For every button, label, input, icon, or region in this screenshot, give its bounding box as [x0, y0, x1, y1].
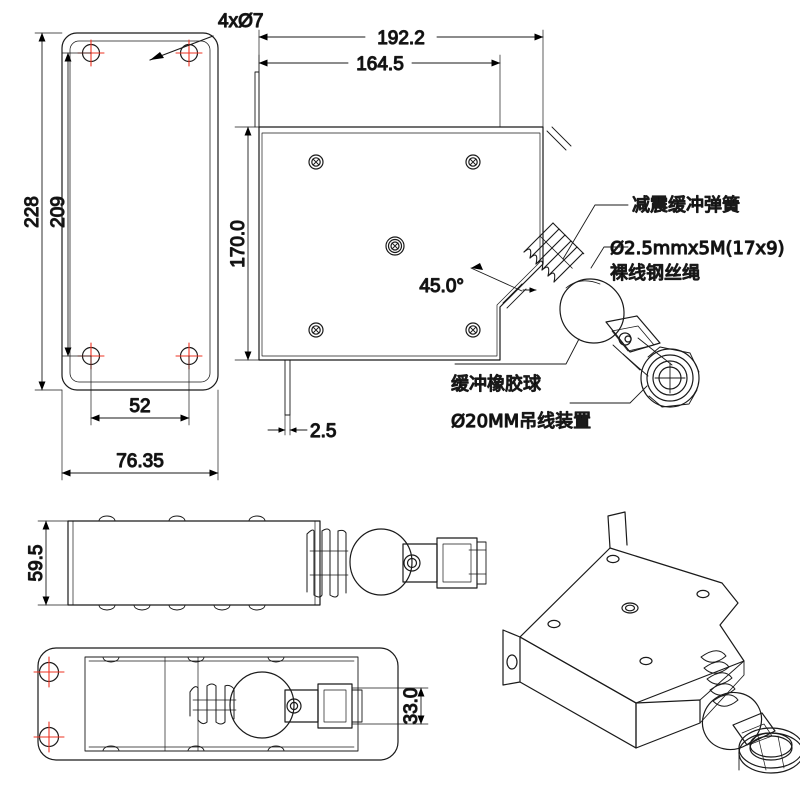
dim-595-text: 59.5 [26, 545, 47, 582]
bottom-body [84, 656, 359, 752]
bottom-hole-center-marks [33, 656, 65, 753]
side-box [67, 520, 321, 606]
label-leaders [454, 204, 648, 404]
iso-hanging-device [738, 727, 800, 774]
iso-rear-tab [607, 511, 628, 549]
dim-1922-text: 192.2 [377, 28, 425, 49]
dim-1700 [234, 126, 260, 361]
dim-7635-text: 76.35 [116, 451, 164, 472]
chamfer-upper-line [546, 126, 572, 151]
side-rubber-ball [349, 528, 413, 596]
dim-1700-text: 170.0 [228, 220, 249, 268]
iso-top-face [519, 547, 745, 704]
iso-right-face [635, 699, 701, 749]
label-wire-rope-spec: Ø2.5mmx5M(17x9) [610, 238, 785, 259]
top-view-screws [308, 154, 481, 338]
dim-25-text: 2.5 [310, 421, 336, 442]
view-bottom-plan: 33.0 [33, 647, 429, 761]
iso-left-tab [502, 629, 521, 686]
chamfer-lower-line [502, 283, 527, 309]
connector-shaft [605, 315, 673, 377]
dim-52-text: 52 [129, 396, 150, 417]
screw-bottom-right [465, 322, 481, 338]
dim-228-text: 228 [22, 196, 43, 228]
label-wire-rope-name: 裸线钢丝绳 [610, 263, 700, 284]
hanging-device [640, 346, 700, 408]
dim-595 [37, 520, 69, 606]
dim-330-text: 33.0 [401, 688, 422, 725]
bottom-plate-outline [37, 647, 399, 761]
label-rubber-ball: 缓冲橡胶球 [451, 374, 541, 395]
hole-callout-text: 4xØ7 [218, 11, 263, 32]
dim-1645 [258, 54, 501, 128]
hole-center-marks [77, 39, 203, 370]
bottom-spring [189, 683, 237, 725]
shock-spring [523, 222, 585, 283]
bottom-rivet-bumps [102, 656, 285, 752]
iso-rubber-ball [701, 691, 763, 751]
view-top-plan: 192.2 164.5 170.0 2.5 [227, 27, 785, 442]
view-front-plate: 4xØ7 228 209 52 76.35 [21, 10, 264, 481]
screw-bottom-left [308, 322, 324, 338]
dim-209-text: 209 [48, 196, 69, 228]
dim-1645-text: 164.5 [356, 54, 404, 75]
screw-top-left [308, 154, 324, 170]
screw-center [385, 236, 405, 256]
bottom-rubber-ball [229, 671, 295, 739]
iso-right-upper [699, 660, 745, 724]
dim-209 [61, 52, 92, 357]
dim-52 [90, 355, 190, 426]
side-connector [402, 537, 487, 589]
plate-outline [61, 32, 219, 391]
bottom-body-partition [164, 656, 199, 752]
side-box-inner [72, 520, 316, 606]
dim-330 [351, 687, 429, 725]
top-plate-inner [261, 132, 541, 357]
dim-25 [267, 414, 308, 436]
view-isometric [502, 511, 800, 774]
view-side-elevation: 59.5 [25, 515, 487, 611]
top-flange-upper [254, 71, 260, 128]
iso-screws [547, 554, 710, 666]
iso-left-tab-hole [506, 654, 518, 670]
dim-228 [34, 32, 63, 391]
iso-spring [700, 650, 739, 707]
mounting-holes [81, 43, 199, 366]
bottom-connector [284, 683, 363, 729]
bottom-body-inner [88, 660, 355, 748]
screw-top-right [465, 154, 481, 170]
dim-7635 [61, 389, 219, 481]
side-spring [306, 528, 349, 598]
top-flange-lower [284, 359, 291, 416]
dim-45deg [470, 263, 537, 293]
side-rivet-bumps [98, 515, 266, 611]
label-spring: 减震缓冲弹簧 [632, 195, 740, 216]
dim-45deg-text: 45.0° [419, 276, 464, 297]
plate-inner-offset [69, 40, 211, 383]
hole-callout-leader [149, 35, 214, 61]
label-hanging-device: Ø20MM吊线装置 [451, 411, 591, 432]
iso-front-face [519, 636, 637, 749]
